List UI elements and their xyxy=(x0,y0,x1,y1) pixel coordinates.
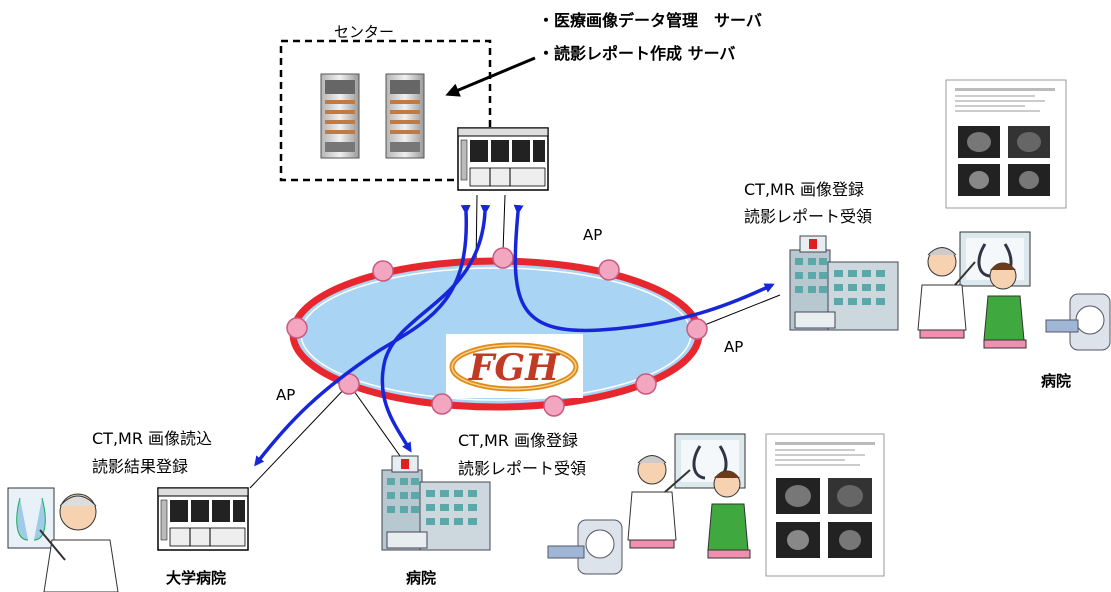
ring-node xyxy=(635,373,657,395)
hospital-building-icon xyxy=(789,235,899,331)
server-label-2: ・読影レポート作成 サーバ xyxy=(538,44,735,63)
fgh-logo: FGH xyxy=(446,334,583,398)
ap-label-left: AP xyxy=(276,386,295,404)
doctor-xray-icon xyxy=(7,487,119,592)
ring-node xyxy=(286,317,308,339)
ct-scanner-icon xyxy=(547,519,623,575)
ring-node xyxy=(686,318,708,340)
server-label-1: ・医療画像データ管理 サーバ xyxy=(538,11,762,30)
server-pointer-arrow xyxy=(445,56,536,97)
university-line1: CT,MR 画像読込 xyxy=(92,429,212,448)
ring-node xyxy=(372,260,394,282)
center-label: センター xyxy=(334,23,394,41)
right-hospital-line1: CT,MR 画像登録 xyxy=(744,180,864,199)
mid-hospital-name: 病院 xyxy=(406,569,436,587)
university-building-icon xyxy=(157,487,249,551)
report-document-icon xyxy=(765,433,885,577)
ring-node xyxy=(431,393,453,415)
center-building-icon xyxy=(457,127,549,191)
ring-node xyxy=(598,259,620,281)
ct-scanner-icon xyxy=(1045,293,1111,351)
hospital-building-icon xyxy=(381,455,491,551)
server-tower-icon xyxy=(385,73,425,159)
ring-node xyxy=(492,247,514,269)
right-hospital-line2: 読影レポート受領 xyxy=(744,207,872,226)
mid-hospital-line2: 読影レポート受領 xyxy=(458,459,586,478)
university-line2: 読影結果登録 xyxy=(92,457,188,476)
doctor-patient-consultation-icon xyxy=(627,433,751,559)
mid-hospital-line1: CT,MR 画像登録 xyxy=(458,431,578,450)
doctor-patient-consultation-icon xyxy=(917,231,1031,349)
flow-arrow-right xyxy=(513,204,775,333)
flow-arrow-mid xyxy=(380,204,491,453)
ap-label-top: AP xyxy=(583,226,602,244)
ap-label-right: AP xyxy=(724,338,743,356)
logo-text: FGH xyxy=(468,347,560,389)
server-tower-icon xyxy=(320,73,360,159)
ring-node xyxy=(543,395,565,417)
center-box xyxy=(279,39,492,182)
university-name: 大学病院 xyxy=(166,569,226,587)
right-hospital-name: 病院 xyxy=(1041,372,1071,390)
report-document-icon xyxy=(945,79,1067,209)
